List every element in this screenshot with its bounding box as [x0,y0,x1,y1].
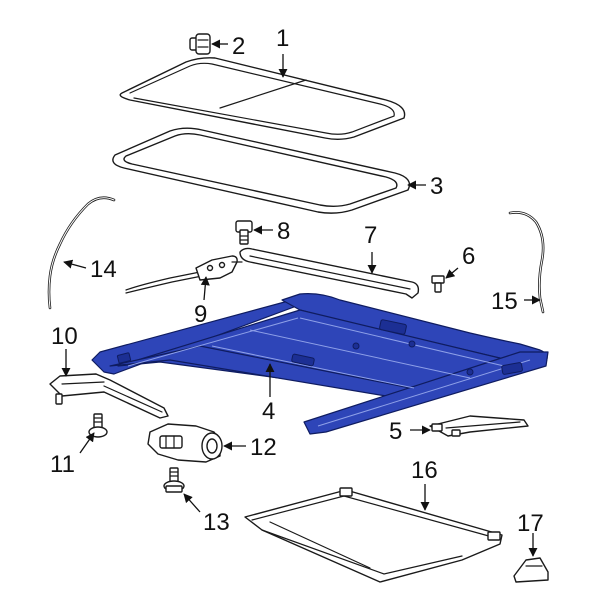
sunshade[interactable] [244,487,503,583]
bolt[interactable] [235,220,253,245]
callout-3: 3 [430,173,443,200]
callout-15: 15 [491,288,518,315]
callout-10: 10 [51,323,78,350]
callout-8: 8 [277,218,290,245]
callout-17: 17 [517,510,544,537]
callout-5: 5 [389,418,402,445]
callout-9: 9 [194,301,207,328]
sunroof-frame[interactable] [91,293,549,435]
callout-6: 6 [462,243,475,270]
bolt[interactable] [163,467,185,493]
deflector-arm[interactable] [125,255,243,294]
callout-14: 14 [90,256,117,283]
drain-hose-right[interactable] [508,211,545,314]
rail-bracket[interactable] [49,373,169,419]
callout-13: 13 [203,509,230,536]
leader-lines [61,39,541,557]
callout-labels: 1 2 3 4 5 6 7 8 9 10 11 12 13 14 15 16 1… [50,25,544,537]
sunshade-handle[interactable] [513,557,549,583]
callout-7: 7 [364,222,377,249]
clip[interactable] [431,275,445,293]
drain-hose-left[interactable] [47,196,116,310]
callout-11: 11 [50,451,75,478]
glass-panel[interactable] [119,57,406,140]
sunroof-motor[interactable] [147,423,223,463]
wind-deflector-bar[interactable] [239,247,420,299]
callout-16: 16 [411,457,438,484]
bolt[interactable] [88,413,108,438]
callout-4: 4 [262,398,275,425]
callout-1: 1 [276,25,289,52]
glass-seal[interactable] [112,127,411,214]
guide-bracket[interactable] [429,415,529,437]
callout-12: 12 [250,434,277,461]
bolt[interactable] [189,33,211,55]
callout-2: 2 [232,33,245,60]
